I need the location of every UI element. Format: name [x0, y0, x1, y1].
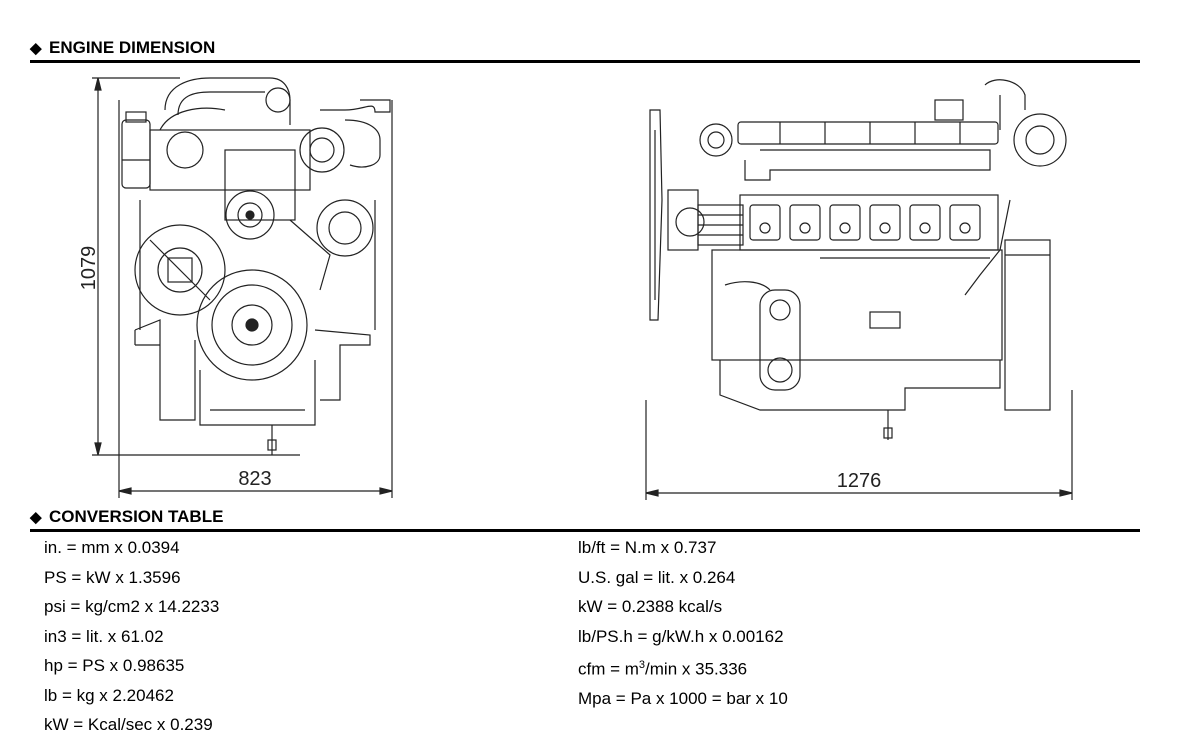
conversion-row: cfm = m3/min x 35.336 — [578, 651, 788, 684]
conversion-row: lb/ft = N.m x 0.737 — [578, 538, 717, 557]
engine-drawing: 1079 823 1276 — [78, 77, 1073, 500]
section-heading-label: ENGINE DIMENSION — [49, 38, 216, 57]
engine-front-view — [92, 77, 393, 498]
conversion-row: U.S. gal = lit. x 0.264 — [578, 567, 736, 587]
conversion-row: PS = kW x 1.3596 — [44, 567, 181, 587]
width-dimension-label: 823 — [238, 468, 271, 490]
diamond-icon: ◆ — [30, 40, 42, 57]
conversion-row: lb/PS.h = g/kW.h x 0.00162 — [578, 626, 784, 646]
conversion-list-right: lb/ft = N.m x 0.737 U.S. gal = lit. x 0.… — [578, 533, 788, 714]
section-heading-label: CONVERSION TABLE — [49, 507, 224, 526]
length-dimension-label: 1276 — [837, 470, 882, 492]
height-dimension-label: 1079 — [78, 246, 100, 291]
conversion-text: cfm = m — [578, 659, 639, 679]
conversion-text: /min x 35.336 — [645, 659, 748, 679]
diamond-icon: ◆ — [30, 509, 42, 526]
section-heading-conversion-table: ◆ CONVERSION TABLE — [30, 507, 1140, 532]
conversion-row: in. = mm x 0.0394 — [44, 538, 180, 557]
superscript: 3 — [638, 659, 646, 671]
section-heading-engine-dimension: ◆ ENGINE DIMENSION — [30, 38, 1140, 63]
conversion-row: kW = 0.2388 kcal/s — [578, 597, 723, 616]
conversion-row: kW = Kcal/sec x 0.239 — [44, 715, 213, 734]
conversion-row: psi = kg/cm2 x 14.2233 — [44, 597, 220, 616]
conversion-row: lb = kg x 2.20462 — [44, 685, 174, 705]
conversion-row: Mpa = Pa x 1000 = bar x 10 — [578, 689, 788, 709]
conversion-row: in3 = lit. x 61.02 — [44, 626, 164, 646]
conversion-list-left: in. = mm x 0.0394 PS = kW x 1.3596 psi =… — [44, 533, 219, 740]
engine-side-view — [645, 79, 1073, 500]
conversion-row: hp = PS x 0.98635 — [44, 656, 185, 675]
